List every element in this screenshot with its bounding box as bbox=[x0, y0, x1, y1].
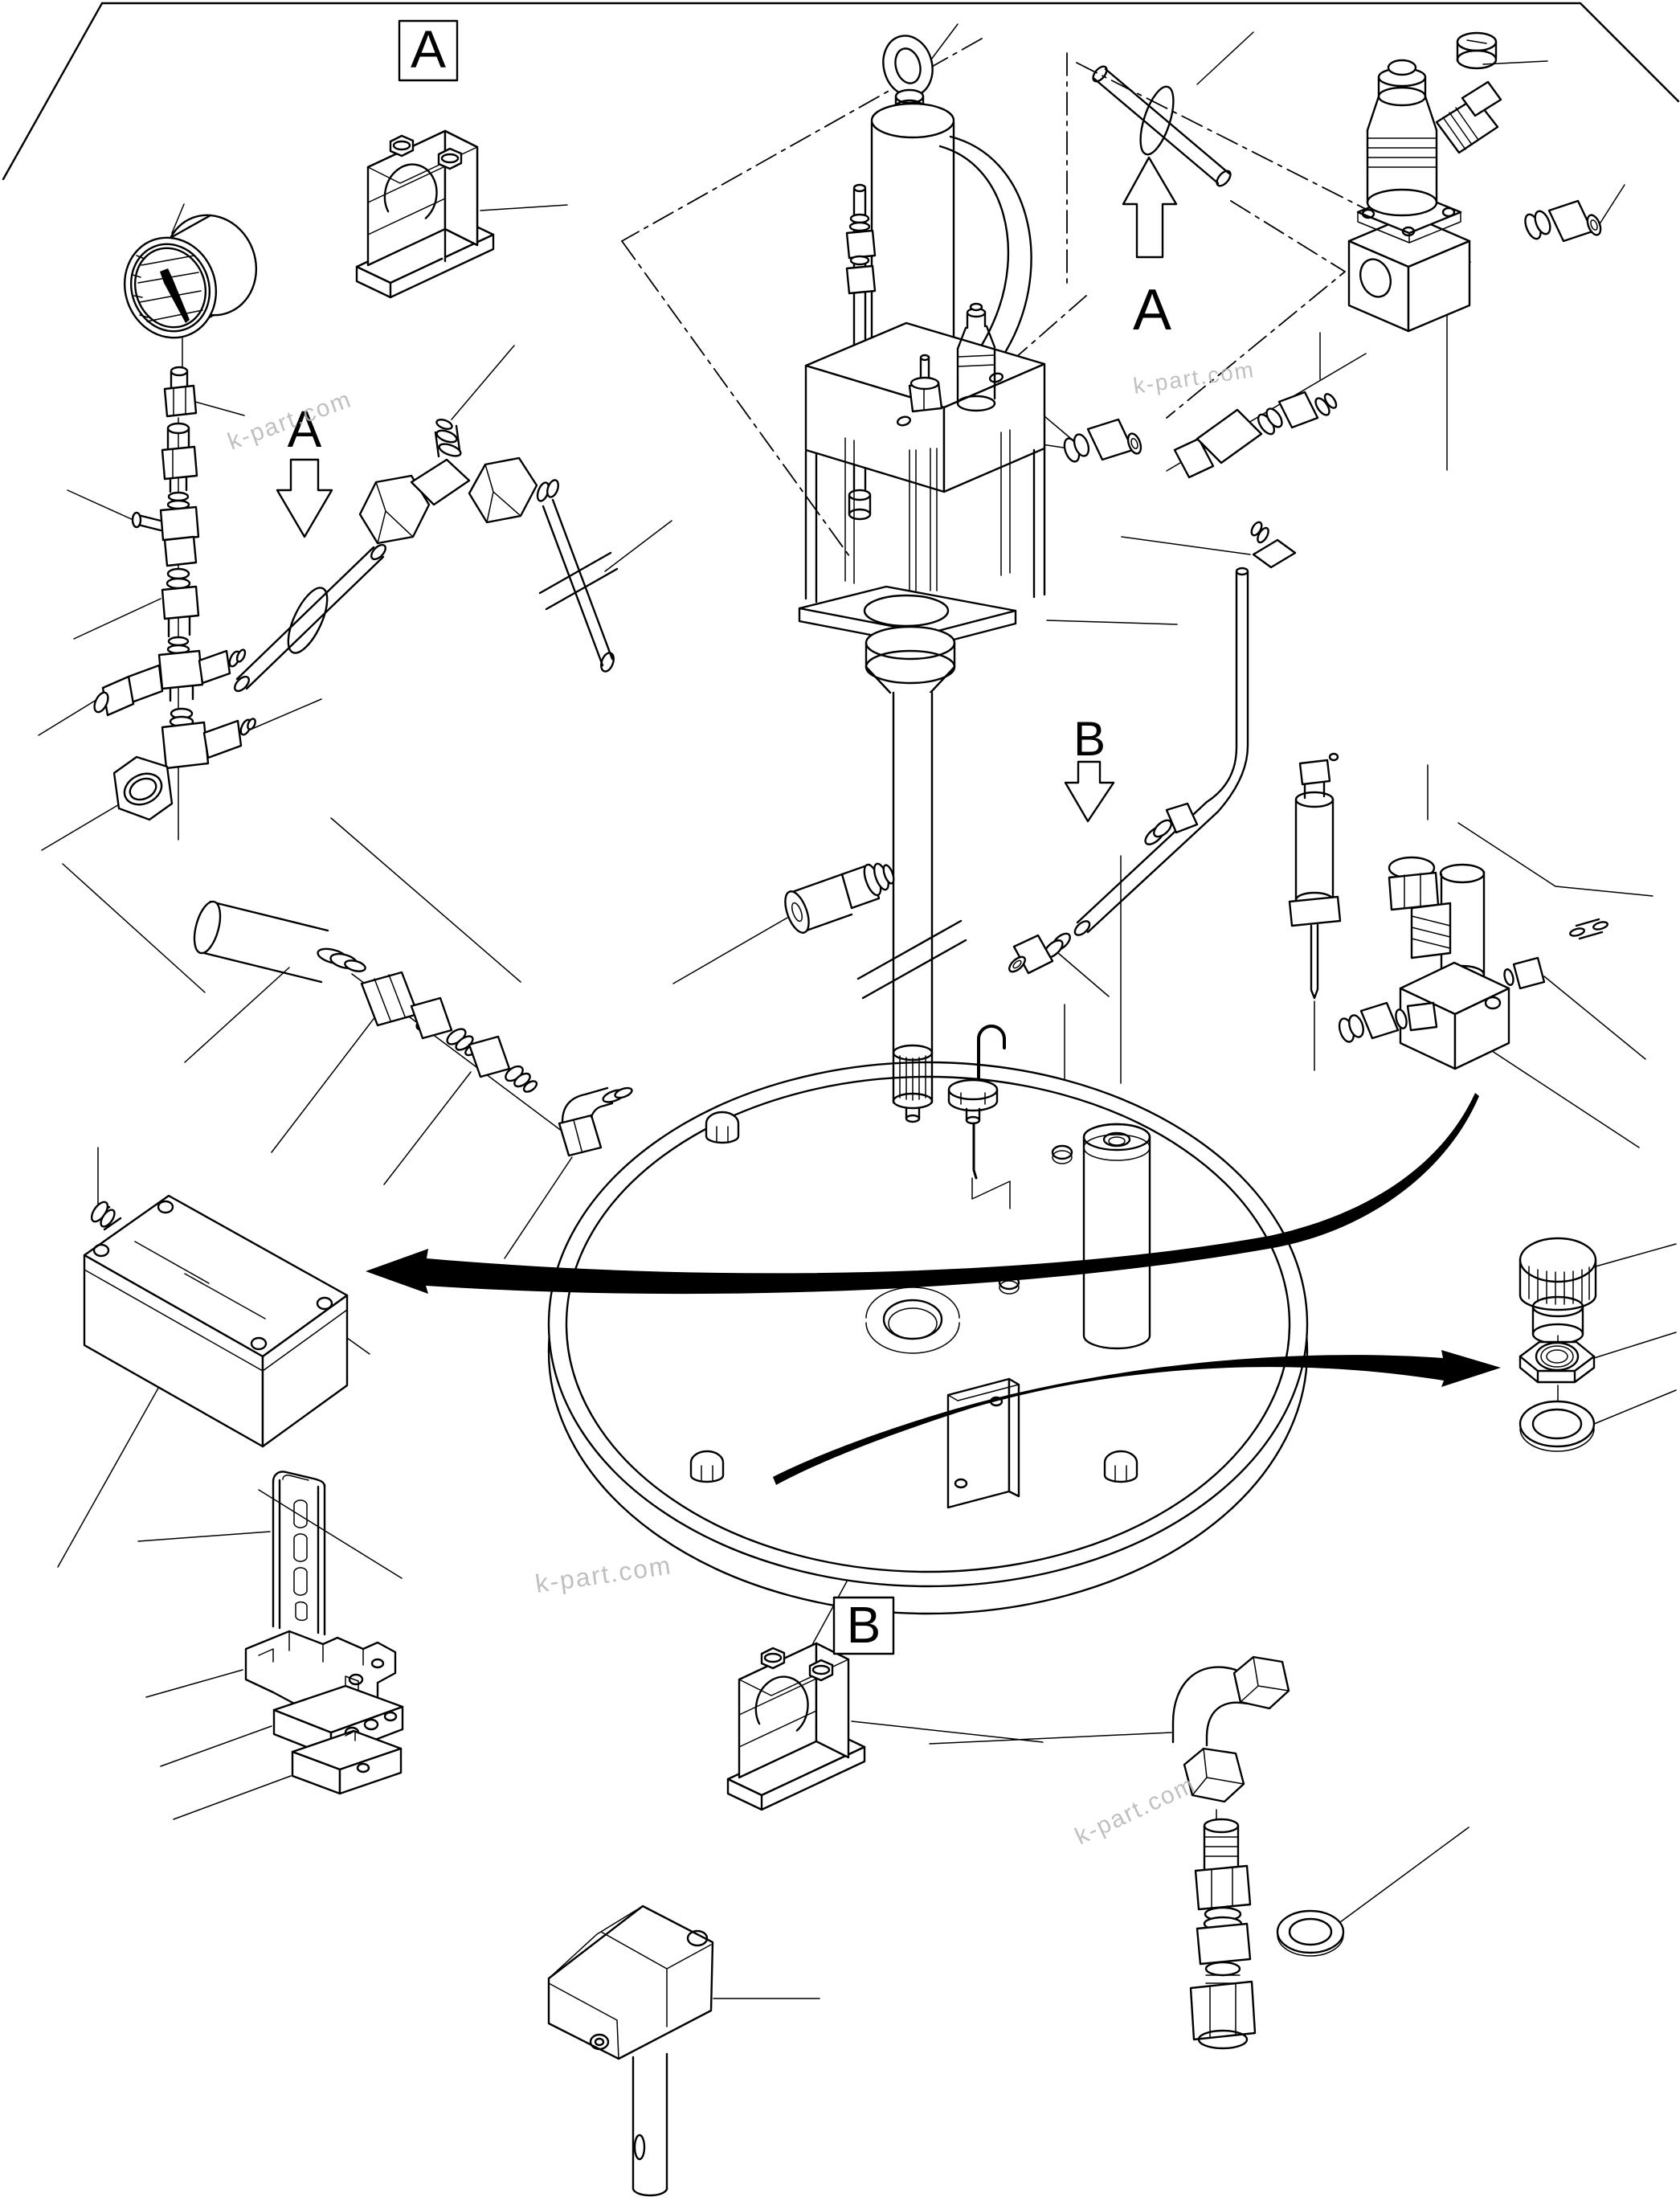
seal-washer bbox=[1519, 1400, 1596, 1452]
cover-access-plate bbox=[946, 1377, 1020, 1509]
exhaust-muffler bbox=[784, 862, 895, 934]
pipe-b-assembly bbox=[1008, 521, 1297, 975]
up-arrow-icon bbox=[1122, 156, 1178, 259]
bonded-washer bbox=[1276, 1909, 1345, 1957]
callout-b: B bbox=[1064, 712, 1115, 823]
gauge-fitting-chain bbox=[93, 422, 256, 821]
hose-a-assembly bbox=[234, 418, 619, 693]
junction-box bbox=[83, 1194, 349, 1448]
top-block-nipple bbox=[908, 354, 943, 413]
tube-break-marks bbox=[856, 919, 967, 1000]
hose-position-marker bbox=[287, 587, 329, 654]
grease-injector bbox=[1288, 752, 1342, 1000]
down-arrow-icon bbox=[1064, 760, 1115, 823]
pipe-position-marker bbox=[1139, 85, 1175, 156]
callout-a-right: A bbox=[1122, 156, 1178, 342]
pump-foot-unit bbox=[547, 1904, 714, 2197]
page-border bbox=[2, 2, 1680, 181]
block-outlet-fitting bbox=[1063, 418, 1142, 463]
cover-plate-nuts bbox=[689, 1111, 1138, 1483]
clamp-a-bolts bbox=[389, 134, 463, 170]
banjo-fitting bbox=[1252, 538, 1297, 569]
knurled-cap bbox=[1519, 1237, 1597, 1345]
pump-tube bbox=[856, 625, 967, 1123]
muffler bbox=[956, 302, 996, 412]
outlet-nozzle-and-fittings bbox=[193, 900, 538, 1093]
detail-box-a-label: A bbox=[411, 19, 446, 79]
watermark: k-part.com bbox=[1071, 1771, 1200, 1850]
pipe-clamp-a bbox=[355, 129, 495, 299]
cover-air-elbow bbox=[558, 1086, 633, 1157]
eye-bolt bbox=[882, 35, 934, 115]
solenoid2-block bbox=[1395, 956, 1546, 1070]
flow-arrow-right bbox=[773, 1350, 1501, 1485]
din-rail-and-terminals bbox=[244, 1471, 404, 1795]
swivel-elbow bbox=[1171, 1655, 1290, 1803]
din-connector bbox=[1435, 31, 1502, 154]
down-arrow-icon bbox=[276, 458, 333, 538]
small-tube-stub bbox=[1569, 918, 1608, 940]
elbow-adapter-set bbox=[1171, 1655, 1345, 2050]
lock-nut bbox=[1519, 1340, 1596, 1384]
cap-nut-washer-set bbox=[1519, 1237, 1597, 1452]
gauge-needle bbox=[160, 268, 190, 323]
pipe-b-end-fitting bbox=[1008, 932, 1071, 975]
callout-b-label: B bbox=[1073, 712, 1106, 766]
pipe-clamp-b bbox=[726, 1642, 866, 1811]
callout-a-right-label: A bbox=[1133, 278, 1171, 342]
standoff-tube bbox=[1082, 1123, 1151, 1350]
detail-box-a: A bbox=[398, 19, 459, 82]
detail-boundary-lines bbox=[621, 38, 1471, 560]
solenoid-coil bbox=[1366, 59, 1438, 217]
solenoid-port-fitting bbox=[1524, 199, 1602, 243]
callout-a-left-label: A bbox=[288, 400, 322, 458]
watermark: k-part.com bbox=[533, 1550, 673, 1598]
adapter-stack bbox=[1189, 1818, 1257, 2050]
drum-cover-plate bbox=[547, 1025, 1309, 1615]
watermark: k-part.com bbox=[1132, 357, 1257, 399]
tie-rod-frame bbox=[798, 429, 1046, 648]
detail-box-b: B bbox=[832, 1596, 895, 1655]
solenoid2-left-fitting bbox=[1338, 1001, 1400, 1043]
pump-assembly bbox=[798, 35, 1046, 1123]
air-motor-cylinder bbox=[870, 102, 955, 367]
solenoid-elbow-fittings bbox=[1173, 391, 1338, 479]
flow-arrow-left bbox=[366, 1093, 1479, 1295]
pipe-a bbox=[1092, 65, 1232, 187]
solenoid-valve-top bbox=[1173, 31, 1602, 479]
detail-box-b-label: B bbox=[847, 1596, 881, 1654]
solenoid2-coil bbox=[1388, 856, 1486, 985]
pressure-gauge-assembly bbox=[123, 214, 258, 418]
hold-down-hook bbox=[947, 1025, 1011, 1209]
callout-a-left: A bbox=[276, 400, 333, 538]
solenoid-valve-mid bbox=[1288, 752, 1608, 1070]
